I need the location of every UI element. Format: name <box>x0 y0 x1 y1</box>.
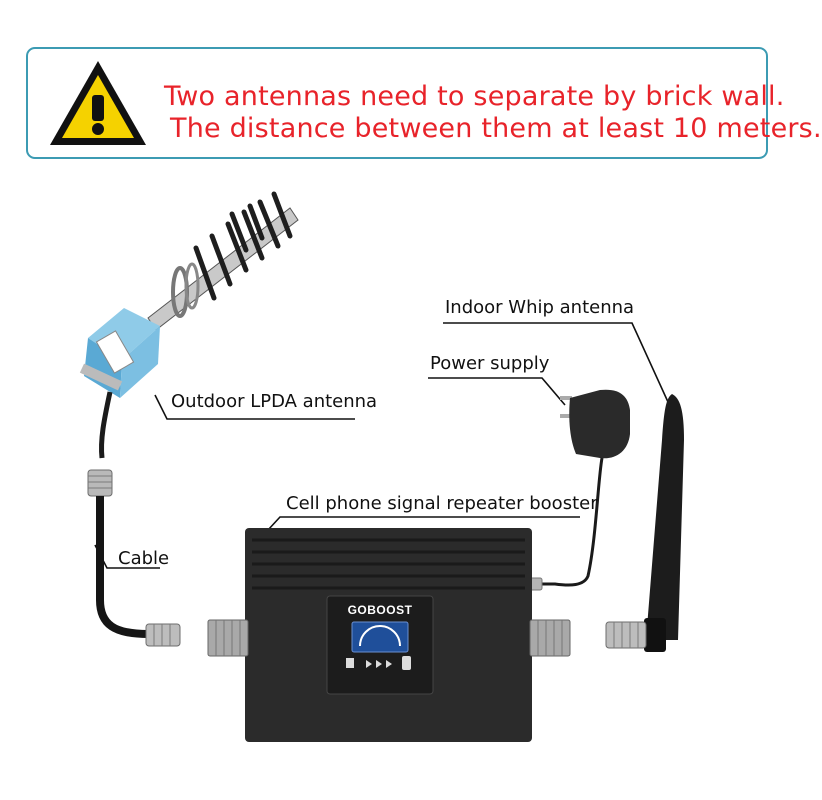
indoor-antenna-image <box>605 394 684 652</box>
power-supply-image <box>515 389 630 591</box>
cable-image <box>87 469 181 647</box>
outdoor-antenna-label: Outdoor LPDA antenna <box>171 391 378 412</box>
leader-lines <box>94 322 669 569</box>
repeater-device-image <box>207 528 571 742</box>
warning-box: Two antennas need to separate by brick w… <box>26 47 822 159</box>
warning-icon <box>50 61 146 145</box>
diagram-scene <box>79 191 684 742</box>
outdoor-antenna-image <box>79 191 299 459</box>
indoor-antenna-label: Indoor Whip antenna <box>445 297 635 318</box>
device-brand-label: GOBOOST <box>347 603 413 617</box>
warning-line-1: Two antennas need to separate by brick w… <box>164 81 785 112</box>
cable-label: Cable <box>118 548 170 569</box>
warning-line-2: The distance between them at least 10 me… <box>170 113 822 144</box>
power-supply-label: Power supply <box>430 353 550 374</box>
repeater-label: Cell phone signal repeater booster <box>286 493 598 514</box>
